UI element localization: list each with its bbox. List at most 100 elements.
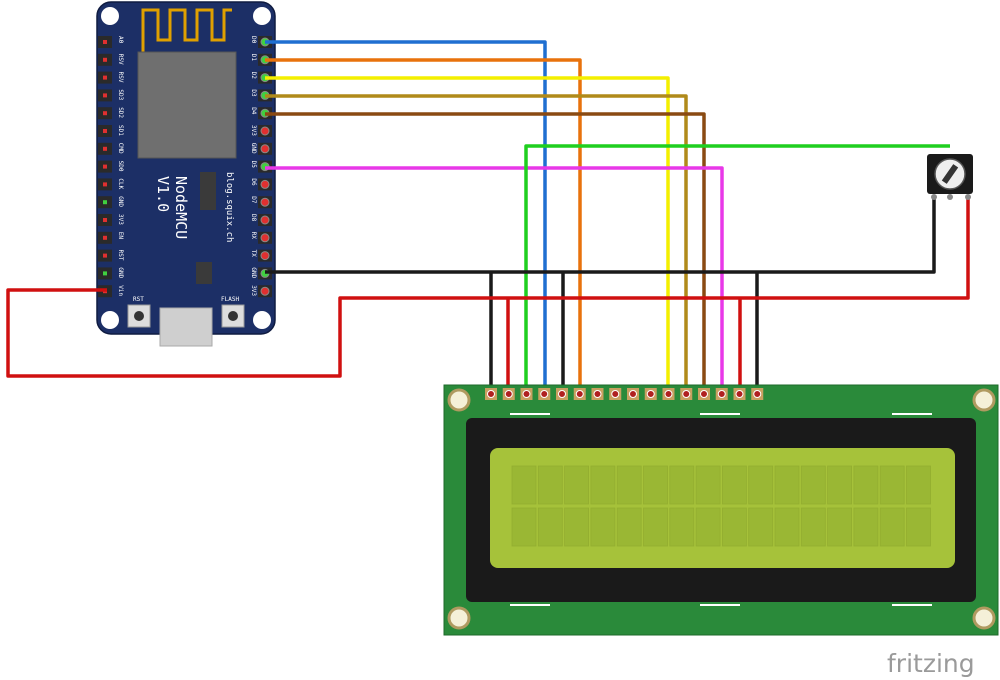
lcd-char-cell <box>774 465 800 505</box>
pin-rx[interactable] <box>260 233 270 243</box>
pin-rsv[interactable] <box>103 57 107 62</box>
pin-d8[interactable] <box>260 215 270 225</box>
lcd-pin[interactable] <box>575 390 584 398</box>
lcd-char-cell <box>616 507 642 547</box>
lcd-char-cell <box>853 465 879 505</box>
pin-label: SD2 <box>117 107 124 118</box>
pin-3v3[interactable] <box>260 286 270 296</box>
pin-3v3[interactable] <box>103 218 107 222</box>
wire-d2-yellow <box>265 76 670 396</box>
pin-sd0[interactable] <box>103 164 107 169</box>
lcd-char-cell <box>879 507 905 547</box>
lcd-pin[interactable] <box>522 390 531 398</box>
lcd-1602-module <box>443 384 999 636</box>
pin-rsv[interactable] <box>103 75 107 80</box>
pin-gnd[interactable] <box>260 144 270 154</box>
pin-label: GND <box>117 196 124 207</box>
wire-contrast-green <box>524 144 950 396</box>
wires <box>6 40 970 396</box>
fritzing-watermark: fritzing <box>887 649 975 678</box>
pin-label: A0 <box>117 36 124 44</box>
lcd-pin-header <box>485 388 764 400</box>
pin-sd3[interactable] <box>103 93 107 98</box>
lcd-char-cell <box>616 465 642 505</box>
pin-label: RSV <box>117 72 124 83</box>
lcd-pin[interactable] <box>646 390 655 398</box>
lcd-pin[interactable] <box>735 390 744 398</box>
pin-cmd[interactable] <box>103 146 107 151</box>
pin-label: CMD <box>117 143 124 154</box>
lcd-char-cell <box>722 507 747 547</box>
lcd-char-cell <box>853 507 879 547</box>
left-pin-header: A0RSVRSVSD3SD2SD1CMDSD0CLKGND3V3ENRSTGND… <box>98 36 124 298</box>
lcd-pin[interactable] <box>717 390 726 398</box>
lcd-pin[interactable] <box>700 390 708 398</box>
lcd-char-cell <box>906 507 931 547</box>
wire-d3-darkyellow <box>265 94 688 396</box>
lcd-pin[interactable] <box>611 390 620 398</box>
flash-button[interactable] <box>228 311 238 321</box>
lcd-char-cell <box>879 465 905 505</box>
lcd-pin[interactable] <box>504 390 513 398</box>
lcd-pin[interactable] <box>753 390 762 398</box>
pin-label: D6 <box>250 178 257 186</box>
pin-3v3[interactable] <box>260 126 270 136</box>
pin-label: SD1 <box>117 125 124 136</box>
wire-d1-orange <box>265 58 582 396</box>
lcd-char-cell <box>695 507 721 547</box>
pin-label: D2 <box>250 72 257 80</box>
wire-d4-brown <box>265 112 706 396</box>
lcd-mount-hole <box>447 388 471 412</box>
lcd-pin[interactable] <box>682 390 691 398</box>
pin-label: RX <box>250 232 257 240</box>
rst-button[interactable] <box>134 311 144 321</box>
wire-d0-blue <box>265 40 547 396</box>
pin-tx[interactable] <box>260 251 270 261</box>
mount-hole <box>253 7 271 25</box>
lcd-pin[interactable] <box>558 390 566 398</box>
lcd-pin[interactable] <box>629 390 637 398</box>
pin-label: D8 <box>250 214 257 222</box>
wire-d5-magenta <box>265 166 724 396</box>
pin-label: D5 <box>250 161 257 169</box>
pin-label: Vin <box>117 285 124 296</box>
pin-en[interactable] <box>103 235 107 240</box>
pin-rst[interactable] <box>103 253 107 258</box>
pin-sd1[interactable] <box>103 129 107 133</box>
pin-d6[interactable] <box>260 179 270 189</box>
potentiometer <box>927 154 973 200</box>
pin-gnd[interactable] <box>103 200 107 205</box>
pin-label: GND <box>250 267 257 278</box>
wire-gnd-black <box>265 198 936 274</box>
lcd-char-cell <box>669 465 695 505</box>
lcd-char-cell <box>643 465 668 505</box>
board-name: NodeMCU <box>172 176 190 239</box>
nodemcu-board: NodeMCU V1.0 blog.squix.ch RST FLASH A0R… <box>96 1 276 347</box>
lcd-pin[interactable] <box>593 390 602 398</box>
lcd-char-cell <box>564 507 589 547</box>
lcd-char-cell <box>827 507 852 547</box>
lcd-char-cell <box>590 507 616 547</box>
pin-d7[interactable] <box>260 197 270 207</box>
pin-clk[interactable] <box>103 182 107 187</box>
mount-hole <box>253 311 271 329</box>
lcd-pin[interactable] <box>540 390 549 398</box>
pin-gnd[interactable] <box>103 271 107 276</box>
pin-label: D3 <box>250 89 257 97</box>
flash-label: FLASH <box>221 296 239 303</box>
pin-label: TX <box>250 250 257 258</box>
chip <box>196 262 212 284</box>
lcd-pin[interactable] <box>487 390 495 398</box>
pin-a0[interactable] <box>103 40 107 44</box>
lcd-pin[interactable] <box>664 390 673 398</box>
lcd-char-cell <box>906 465 931 505</box>
pin-label: RSV <box>117 54 124 65</box>
lcd-char-cell <box>800 465 826 505</box>
board-credit: blog.squix.ch <box>224 172 234 242</box>
pin-label: RST <box>117 250 124 261</box>
pin-label: 3V3 <box>250 285 257 296</box>
lcd-char-cell <box>774 507 800 547</box>
pin-sd2[interactable] <box>103 111 107 116</box>
lcd-char-cell <box>748 507 774 547</box>
